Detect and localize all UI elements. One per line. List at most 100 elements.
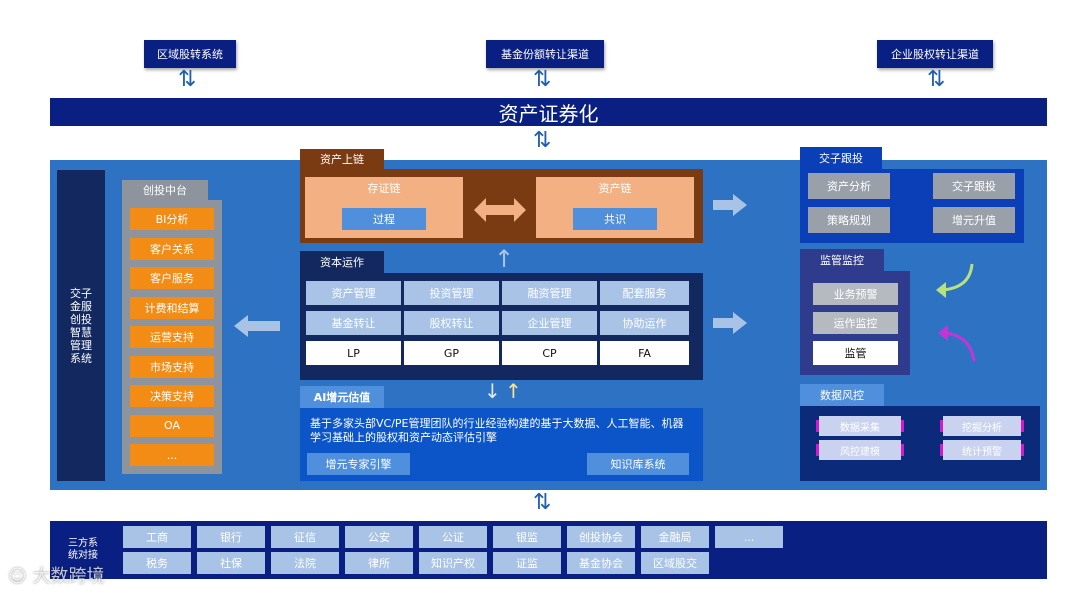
ai-tab: AI增元估值 (300, 386, 384, 408)
platform-item-more: ... (130, 444, 214, 466)
third-party-item-label: 金融局 (658, 531, 692, 544)
third-party-item: 法院 (271, 552, 339, 574)
third-party-label-text: 三方系统对接 (68, 538, 98, 561)
up-arrow-icon: ↑ (494, 245, 515, 273)
capital-role-lp: LP (306, 341, 401, 365)
capital-item-label: 基金转让 (331, 317, 376, 330)
capital-item-label: 股权转让 (429, 317, 474, 330)
capital-item-label: 协助运作 (622, 317, 667, 330)
capital-column-cp: 融资管理 企业管理 CP (502, 281, 597, 365)
third-party-label: 三方系统对接 (66, 524, 100, 576)
follow-item-label: 增元升值 (952, 214, 996, 227)
third-party-item-label: 公证 (442, 531, 464, 544)
capital-role-cp: CP (502, 341, 597, 365)
asset-chain-box: 资产链 共识 (536, 177, 694, 238)
platform-item-label: 计费和结算 (144, 301, 200, 315)
risk-item: 数据采集 (816, 416, 904, 436)
follow-item: 资产分析 (808, 173, 890, 199)
banner-title: 资产证券化 (498, 101, 599, 126)
follow-item: 增元升值 (933, 207, 1015, 233)
third-party-item-label: 基金协会 (579, 557, 623, 570)
up-down-arrow-icon: ⇅ (178, 67, 197, 92)
third-party-item: 公安 (345, 526, 413, 548)
capital-item: 资产管理 (306, 281, 401, 305)
third-party-item: 律所 (345, 552, 413, 574)
capital-role-fa: FA (600, 341, 689, 365)
third-party-item: 基金协会 (567, 552, 635, 574)
follow-item: 交子跟投 (933, 173, 1015, 199)
chain-tab: 资产上链 (300, 149, 384, 169)
fund-share-channel-label: 基金份额转让渠道 (501, 48, 589, 61)
left-arrow-icon (234, 315, 280, 337)
third-party-item-label: 证监 (516, 557, 538, 570)
capital-item: 股权转让 (404, 311, 499, 335)
capital-role-label: GP (443, 346, 460, 360)
down-arrow-icon: ↓ (484, 379, 501, 403)
cert-chain-label: 存证链 (367, 182, 401, 195)
curved-arrow-icon (938, 325, 976, 362)
third-party-item: 证监 (493, 552, 561, 574)
risk-item: 统计预警 (940, 440, 1024, 460)
monitor-item: 运作监控 (813, 312, 898, 334)
cert-process-label: 过程 (373, 213, 395, 226)
regional-transfer-box: 区域股转系统 (144, 40, 236, 68)
up-arrow-icon: ↑ (505, 379, 522, 403)
expert-engine-box: 增元专家引擎 (307, 453, 410, 475)
up-down-arrow-icon: ⇅ (927, 67, 946, 92)
monitor-tab: 监管监控 (800, 249, 884, 271)
third-party-item-label: 征信 (294, 531, 316, 544)
capital-item-label: 企业管理 (527, 317, 572, 330)
platform-item-label: 运营支持 (150, 331, 194, 344)
right-arrow-icon (713, 194, 747, 216)
third-party-item: 征信 (271, 526, 339, 548)
asset-consensus-label: 共识 (604, 213, 626, 226)
third-party-item-label: ... (743, 530, 755, 544)
capital-column-lp: 资产管理 基金转让 LP (306, 281, 401, 365)
right-arrow-icon (713, 312, 747, 334)
third-party-item-label: 银监 (516, 531, 538, 544)
capital-item: 配套服务 (600, 281, 689, 305)
asset-consensus-box: 共识 (573, 208, 657, 230)
risk-item-label: 数据采集 (840, 422, 880, 434)
third-party-item: ... (715, 526, 783, 548)
capital-role-label: FA (638, 346, 651, 360)
up-down-arrow-icon: ⇅ (533, 490, 552, 515)
up-down-arrow-icon: ⇅ (533, 67, 552, 92)
third-party-item: 区域股交 (641, 552, 709, 574)
third-party-item-label: 创投协会 (579, 531, 623, 544)
third-party-item: 创投协会 (567, 526, 635, 548)
platform-item-oa: OA (130, 414, 214, 437)
curved-arrow-icon (936, 263, 974, 298)
third-party-item-label: 律所 (368, 557, 390, 570)
system-label: 交子金服创投智慧管理系统 (70, 286, 92, 365)
follow-item-label: 策略规划 (827, 214, 871, 227)
third-party-row-2: 税务 社保 法院 律所 知识产权 证监 基金协会 区域股交 (123, 552, 709, 574)
platform-item-label: 客户服务 (150, 272, 194, 285)
platform-item-label: 客户关系 (150, 242, 194, 256)
capital-item-label: 配套服务 (622, 287, 667, 300)
third-party-row-1: 工商 银行 征信 公安 公证 银监 创投协会 金融局 ... (123, 526, 783, 548)
platform-item-label: BI分析 (155, 213, 189, 226)
third-party-item-label: 工商 (146, 531, 168, 544)
third-party-item-label: 银行 (220, 531, 242, 544)
follow-item-label: 交子跟投 (952, 180, 996, 193)
third-party-item: 知识产权 (419, 552, 487, 574)
capital-item: 企业管理 (502, 311, 597, 335)
monitor-tab-label: 监管监控 (820, 254, 864, 267)
capital-role-label: CP (542, 346, 557, 360)
platform-item-crm: 客户关系 (130, 237, 214, 260)
third-party-item: 工商 (123, 526, 191, 548)
fund-share-channel-box: 基金份额转让渠道 (486, 40, 604, 68)
risk-item: 风控建模 (816, 440, 904, 460)
platform-item-label: ... (166, 448, 178, 462)
third-party-item: 金融局 (641, 526, 709, 548)
third-party-item-label: 税务 (146, 557, 168, 570)
follow-item: 策略规划 (808, 207, 890, 233)
risk-tab: 数据风控 (800, 384, 884, 406)
up-down-arrow-icon: ⇅ (533, 128, 552, 153)
follow-tab-label: 交子跟投 (819, 152, 863, 165)
follow-item-label: 资产分析 (827, 180, 871, 193)
ai-description: 基于多家头部VC/PE管理团队的行业经验构建的基于大数据、人工智能、机器学习基础… (310, 417, 684, 444)
watermark: ☺ 大数跨境 (8, 562, 105, 588)
platform-list: BI分析 客户关系 客户服务 计费和结算 运营支持 市场支持 决策支持 OA .… (130, 208, 214, 466)
